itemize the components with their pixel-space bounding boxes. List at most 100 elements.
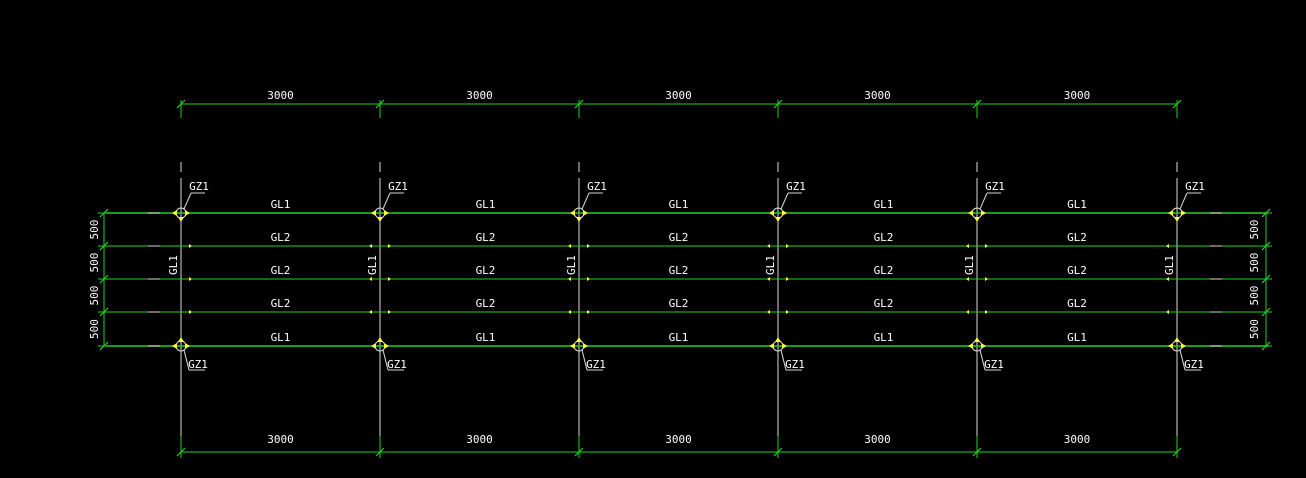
column-marker-arrow-l-5-0 (1168, 210, 1173, 216)
dimension-lines (98, 99, 1272, 458)
right-dim-tick-0 (1261, 208, 1271, 218)
column-marker-arrow-r-2-0 (583, 210, 588, 216)
gz-tag-top-1: GZ1 (388, 180, 408, 193)
beam-label-1-4: GL2 (1067, 231, 1087, 244)
right-dim-text-0: 500 (1248, 220, 1261, 240)
beam-arrow-r-1-3 (966, 244, 969, 248)
bottom-dim-text-1: 3000 (466, 433, 493, 446)
beam-label-1-2: GL2 (669, 231, 689, 244)
beam-label-2-0: GL2 (271, 264, 291, 277)
bottom-dim-tick-1 (375, 447, 385, 457)
bottom-dim-tick-4 (972, 447, 982, 457)
left-dim-tick-2 (99, 274, 109, 284)
beam-arrow-r-1-1 (568, 244, 571, 248)
beam-arrow-r-3-2 (767, 310, 770, 314)
top-dim-tick-2 (574, 99, 584, 109)
bottom-dim-tick-3 (773, 447, 783, 457)
column-marker-arrow-l-4-1 (968, 343, 973, 349)
gz-leader-top-5 (1179, 192, 1188, 210)
column-marker-arrow-v-1-0 (377, 217, 383, 222)
left-dim-text-1: 500 (88, 253, 101, 273)
beam-label-1-1: GL2 (476, 231, 496, 244)
gz-leader-top-3 (780, 192, 789, 210)
bottom-dim-text-4: 3000 (1064, 433, 1091, 446)
beam-arrow-3-0 (189, 310, 192, 314)
right-dim-tick-3 (1261, 307, 1271, 317)
beam-arrow-1-0 (189, 244, 192, 248)
column-marker-arrow-r-2-1 (583, 343, 588, 349)
top-dim-text-4: 3000 (1064, 89, 1091, 102)
bottom-dim-text-2: 3000 (665, 433, 692, 446)
gz-leader-bottom-1 (382, 349, 389, 371)
column-marker-arrow-l-2-1 (570, 343, 575, 349)
left-dim-text-0: 500 (88, 220, 101, 240)
column-marker-arrow-l-0-1 (172, 343, 177, 349)
gz-leader-bottom-5 (1179, 349, 1186, 371)
beam-label-0-0: GL1 (271, 198, 291, 211)
beam-label-4-2: GL1 (669, 331, 689, 344)
beam-arrow-2-0 (189, 277, 192, 281)
top-dim-text-0: 3000 (267, 89, 294, 102)
top-dim-tick-5 (1172, 99, 1182, 109)
beam-label-2-2: GL2 (669, 264, 689, 277)
right-dim-text-3: 500 (1248, 319, 1261, 339)
column-marker-arrow-v-2-0 (576, 217, 582, 222)
bottom-dim-tick-2 (574, 447, 584, 457)
column-beam-label-1: GL1 (366, 255, 379, 275)
top-dim-tick-0 (176, 99, 186, 109)
gz-tag-top-5: GZ1 (1185, 180, 1205, 193)
gz-leader-top-4 (979, 192, 988, 210)
beam-arrow-r-3-3 (966, 310, 969, 314)
column-marker-arrow-v-5-0 (1174, 217, 1180, 222)
bottom-dim-tick-0 (176, 447, 186, 457)
gz-leader-bottom-0 (183, 349, 190, 371)
gz-leader-top-2 (581, 192, 590, 210)
beam-label-4-4: GL1 (1067, 331, 1087, 344)
gz-tag-bottom-2: GZ1 (586, 358, 606, 371)
gz-leader-bottom-3 (780, 349, 787, 371)
beam-arrow-1-4 (985, 244, 988, 248)
column-marker-arrow-v-4-1 (974, 337, 980, 342)
beam-label-3-0: GL2 (271, 297, 291, 310)
right-dim-tick-2 (1261, 274, 1271, 284)
column-marker-arrow-l-1-0 (371, 210, 376, 216)
column-marker-arrow-l-0-0 (172, 210, 177, 216)
gz-tag-bottom-5: GZ1 (1184, 358, 1204, 371)
beam-label-0-1: GL1 (476, 198, 496, 211)
beam-label-1-0: GL2 (271, 231, 291, 244)
beam-label-2-4: GL2 (1067, 264, 1087, 277)
beam-label-0-4: GL1 (1067, 198, 1087, 211)
beam-arrow-r-1-0 (369, 244, 372, 248)
beam-label-2-1: GL2 (476, 264, 496, 277)
top-dim-text-2: 3000 (665, 89, 692, 102)
bottom-dim-text-0: 3000 (267, 433, 294, 446)
gz-tag-bottom-4: GZ1 (984, 358, 1004, 371)
column-marker-arrow-v-5-1 (1174, 337, 1180, 342)
top-dim-text-1: 3000 (466, 89, 493, 102)
column-beam-label-3: GL1 (764, 255, 777, 275)
column-marker-arrow-l-3-0 (769, 210, 774, 216)
beam-arrow-r-2-2 (767, 277, 770, 281)
beam-arrow-2-2 (587, 277, 590, 281)
left-dim-tick-4 (99, 341, 109, 351)
gz-leader-bottom-2 (581, 349, 588, 371)
left-dim-text-2: 500 (88, 286, 101, 306)
gz-leader-top-0 (183, 192, 192, 210)
column-marker-arrow-r-3-0 (782, 210, 787, 216)
beam-label-4-1: GL1 (476, 331, 496, 344)
gz-tag-top-4: GZ1 (985, 180, 1005, 193)
beam-arrow-3-1 (388, 310, 391, 314)
right-dim-tick-1 (1261, 241, 1271, 251)
column-marker-arrow-v-0-1 (178, 337, 184, 342)
top-dim-tick-1 (375, 99, 385, 109)
gz-tag-top-0: GZ1 (189, 180, 209, 193)
column-marker-arrow-r-5-1 (1181, 343, 1186, 349)
beam-label-3-1: GL2 (476, 297, 496, 310)
right-dim-text-2: 500 (1248, 286, 1261, 306)
beam-arrow-r-1-4 (1166, 244, 1169, 248)
left-dim-text-3: 500 (88, 319, 101, 339)
column-marker-arrow-r-5-0 (1181, 210, 1186, 216)
beam-arrow-r-2-4 (1166, 277, 1169, 281)
column-marker-arrow-l-1-1 (371, 343, 376, 349)
